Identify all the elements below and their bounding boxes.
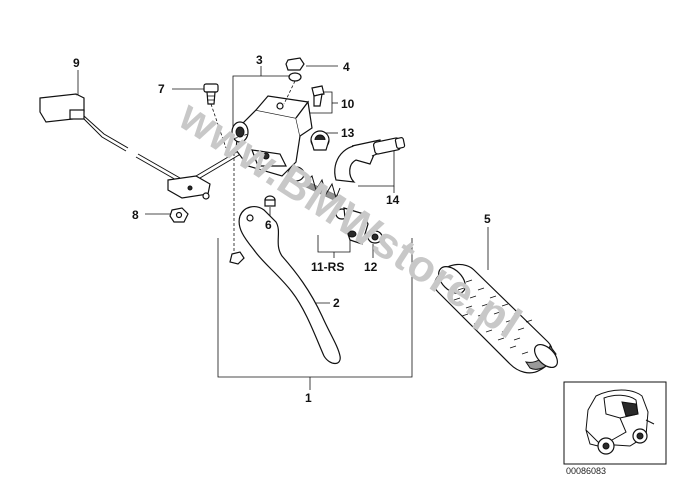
callout-4: 4 <box>343 60 350 74</box>
part-9-switch-cable <box>39 93 245 200</box>
callout-5: 5 <box>484 212 491 226</box>
vehicle-inset: 00086083 <box>563 381 667 476</box>
part-5-grip <box>433 263 559 374</box>
callout-11-rs: 11-RS <box>311 260 344 274</box>
part-7-screw <box>203 83 227 149</box>
leader-lines <box>77 65 489 390</box>
callout-6: 6 <box>265 218 272 232</box>
callout-1: 1 <box>305 391 312 405</box>
part-2-lever <box>229 206 341 365</box>
callouts: 1 2 3 4 5 6 7 8 9 10 11-RS 12 13 14 <box>73 53 491 405</box>
callout-13: 13 <box>341 126 355 140</box>
callout-7: 7 <box>158 82 165 96</box>
inset-frame <box>563 381 667 465</box>
callout-9: 9 <box>73 56 80 70</box>
spring <box>303 175 341 201</box>
part-8-nut <box>169 207 189 223</box>
part-14-clamp <box>334 137 406 183</box>
callout-3: 3 <box>256 53 263 67</box>
part-4-screw <box>283 57 305 105</box>
callout-14: 14 <box>386 193 400 207</box>
callout-10: 10 <box>341 97 355 111</box>
callout-2: 2 <box>333 296 340 310</box>
part-13-sleeve <box>310 130 330 151</box>
part-6-pin <box>264 195 276 207</box>
callout-12: 12 <box>364 260 378 274</box>
part-11-rs-piston <box>335 207 369 245</box>
part-10-screw <box>311 85 325 107</box>
scooter-icon <box>585 389 655 455</box>
part-12-seal <box>367 230 383 244</box>
reference-number: 00086083 <box>566 466 606 476</box>
part-3-housing <box>229 95 313 255</box>
callout-8: 8 <box>132 208 139 222</box>
